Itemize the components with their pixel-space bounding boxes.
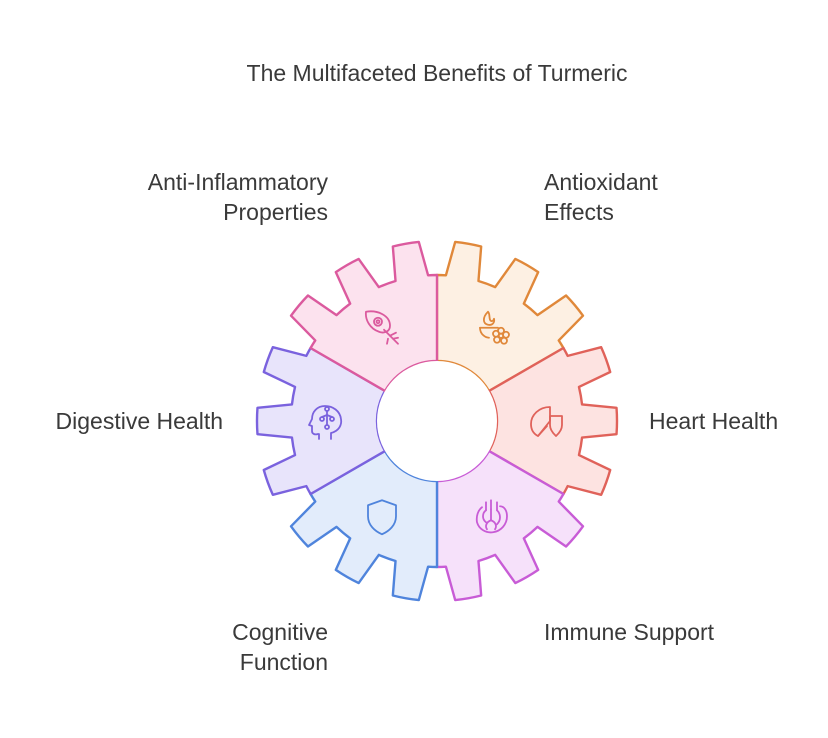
diagram-title: The Multifaceted Benefits of Turmeric [246,60,628,86]
head-brain-icon [308,405,343,440]
gear-hub [377,361,497,481]
label-cognitive-function: Cognitive Function [232,617,328,677]
label-immune-support: Immune Support [544,617,714,647]
label-cognitive-function-line1: Cognitive [232,619,328,645]
leaf-stomach-icon [365,310,399,345]
shield-icon [367,499,397,536]
label-immune-support-line1: Immune Support [544,619,715,645]
label-anti-inflammatory: Anti-Inflammatory Properties [148,167,328,227]
label-antioxidant: Antioxidant Effects [544,167,658,227]
label-antioxidant-line1: Antioxidant [544,169,658,195]
label-heart-health-line1: Heart Health [649,408,779,434]
label-anti-inflammatory-line1: Anti-Inflammatory [147,169,328,195]
shield-pie-icon [530,406,563,437]
flame-flower-icon [479,310,510,345]
label-antioxidant-line2: Effects [544,199,614,225]
label-anti-inflammatory-line2: Properties [223,199,328,225]
label-digestive-health-line1: Digestive Health [55,408,223,434]
label-heart-health: Heart Health [649,406,778,436]
label-digestive-health: Digestive Health [56,406,223,436]
label-cognitive-function-line2: Function [239,649,328,675]
anatomical-heart-icon [475,499,508,534]
